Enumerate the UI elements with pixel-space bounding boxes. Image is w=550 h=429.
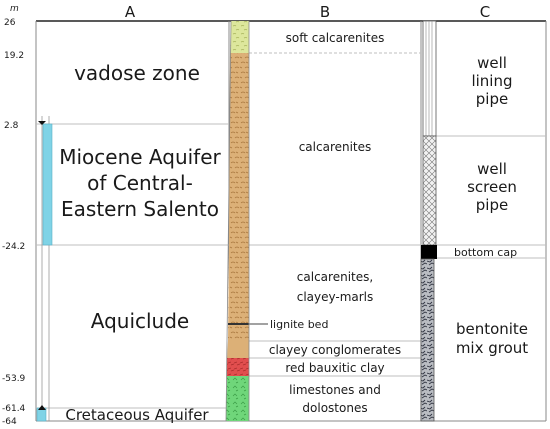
calcarenites-clayey-marls-layer: [228, 245, 249, 341]
well-construction: [420, 20, 437, 422]
depth-tick-minus-64: -64: [2, 417, 17, 427]
depth-tick-minus-61-4: -61.4: [2, 404, 26, 414]
layer-boundaries: [36, 52, 546, 409]
water-level-marker-icon: [38, 405, 46, 410]
screen-pipe: [422, 135, 437, 246]
lignite-bed-label: lignite bed: [270, 318, 328, 331]
aquifer-level-bars: [36, 116, 53, 422]
depth-tick-minus-24-2: -24.2: [2, 242, 25, 252]
miocene-aquifer-bar: [42, 123, 53, 246]
vadose-zone-label: vadose zone: [74, 61, 200, 85]
limestones-dolostones-layer: [226, 376, 249, 421]
column-header-b: B: [320, 3, 330, 21]
red-bauxitic-clay-label: red bauxitic clay: [285, 361, 384, 375]
soft-calcarenites-layer: [230, 21, 249, 53]
miocene-aquifer-label-2: of Central-: [87, 171, 193, 195]
miocene-aquifer-label-1: Miocene Aquifer: [59, 145, 221, 169]
lining-pipe-label-1: well: [477, 54, 507, 72]
column-header-a: A: [125, 3, 136, 21]
red-bauxitic-clay-layer: [227, 358, 249, 376]
column-header-c: C: [480, 3, 490, 21]
aquiclude-label: Aquiclude: [91, 309, 190, 333]
screen-pipe-label-2: screen: [467, 178, 517, 196]
bottom-cap: [421, 245, 437, 259]
depth-tick-26: 26: [4, 18, 16, 28]
depth-unit: m: [10, 4, 19, 14]
soft-calcarenites-label: soft calcarenites: [286, 31, 385, 45]
depth-tick-2-8: 2.8: [4, 121, 19, 131]
limestones-dolostones-label-2: dolostones: [302, 401, 367, 415]
lining-pipe: [422, 20, 437, 137]
diagram-frame: [35, 20, 547, 422]
clayey-conglomerates-label: clayey conglomerates: [269, 343, 401, 357]
screen-pipe-label-1: well: [477, 160, 507, 178]
calcarenites-clayey-marls-label-2: clayey-marls: [297, 290, 374, 304]
bentonite-grout-label-2: mix grout: [456, 339, 528, 357]
lithology-strip: [225, 20, 250, 422]
depth-tick-minus-53-9: -53.9: [2, 374, 26, 384]
clayey-conglomerates-layer: [227, 341, 249, 358]
calcarenites-layer: [229, 53, 249, 245]
lining-pipe-label-2: lining: [471, 72, 512, 90]
miocene-aquifer-label-3: Eastern Salento: [61, 197, 219, 221]
water-level-marker-icon: [38, 121, 46, 125]
depth-axis: m 26 19.2 2.8 -24.2 -53.9 -61.4 -64: [2, 4, 26, 427]
calcarenites-clayey-marls-label-1: calcarenites,: [297, 270, 373, 284]
limestones-dolostones-label-1: limestones and: [289, 383, 381, 397]
bottom-cap-label: bottom cap: [454, 246, 517, 259]
cretaceous-aquifer-label: Cretaceous Aquifer: [65, 406, 209, 424]
bentonite-grout-label-1: bentonite: [456, 320, 528, 338]
calcarenites-label: calcarenites: [299, 140, 372, 154]
depth-tick-19-2: 19.2: [4, 51, 24, 61]
screen-pipe-label-3: pipe: [476, 196, 508, 214]
lining-pipe-label-3: pipe: [476, 90, 508, 108]
bentonite-grout: [420, 258, 435, 422]
